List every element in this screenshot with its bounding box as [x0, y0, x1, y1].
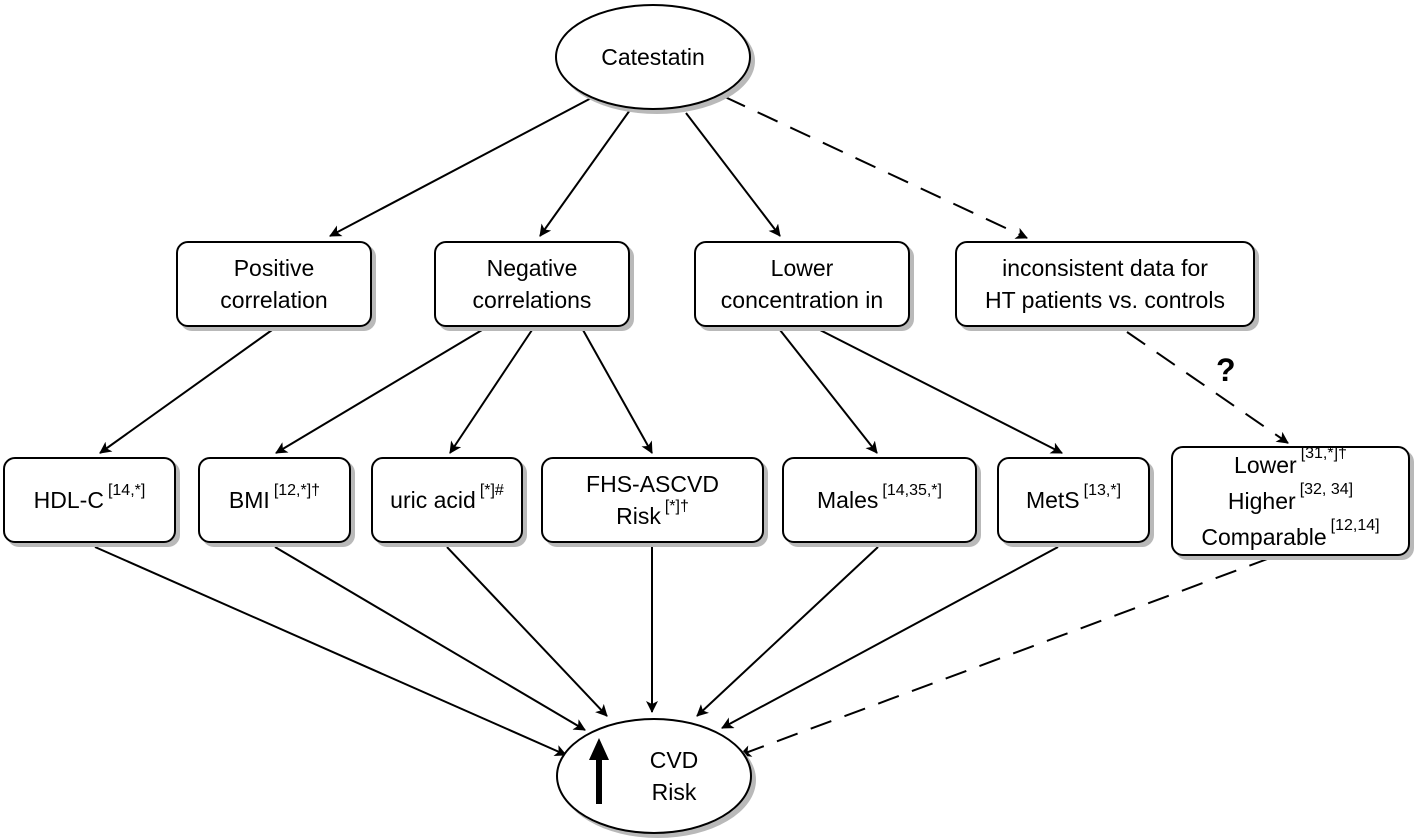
bmi-node: BMI[12,*]† — [198, 457, 351, 543]
ht-result-comparable: Comparable[12,14] — [1201, 517, 1380, 550]
up-arrow-icon — [589, 738, 609, 804]
inconsistent-label-line-1: inconsistent data for — [1002, 255, 1208, 281]
fhs-ascvd-label-line-2: Risk[*]† — [616, 498, 689, 529]
catestatin-label: Catestatin — [601, 44, 705, 70]
positive-label-line-1: Positive — [233, 255, 315, 281]
catestatin-node: Catestatin — [555, 4, 751, 110]
arrow-negative-uric — [449, 329, 533, 454]
males-node: Males[14,35,*] — [782, 457, 977, 543]
arrow-inconsistent-results — [1126, 331, 1289, 444]
lower-concentration-node: Lower concentration in — [694, 241, 910, 327]
ht-result-higher-refs: [32, 34] — [1299, 481, 1354, 498]
males-label: Males[14,35,*] — [817, 482, 942, 513]
hdl-c-node: HDL-C[14,*] — [3, 457, 176, 543]
fhs-ascvd-node: FHS-ASCVD Risk[*]† — [541, 457, 764, 543]
ht-result-lower: Lower[31,*]† — [1234, 445, 1347, 478]
negative-correlations-node: Negative correlations — [434, 241, 630, 327]
arrow-lower-males — [779, 329, 878, 454]
positive-label-line-2: correlation — [220, 287, 328, 313]
positive-correlation-node: Positive correlation — [176, 241, 372, 327]
arrow-catestatin-inconsistent — [724, 96, 1028, 239]
arrow-catestatin-lower — [685, 112, 781, 237]
cvd-risk-node: CVD Risk — [556, 718, 752, 834]
arrow-mets-cvd — [721, 546, 1059, 729]
mets-node: MetS[13,*] — [997, 457, 1150, 543]
hdl-c-label: HDL-C[14,*] — [33, 482, 146, 513]
inconsistent-label-line-2: HT patients vs. controls — [985, 287, 1225, 313]
uric-acid-node: uric acid[*]# — [371, 457, 523, 543]
mets-refs: [13,*] — [1083, 482, 1122, 499]
negative-label-line-1: Negative — [486, 255, 578, 281]
arrow-catestatin-positive — [329, 94, 598, 237]
ht-result-lower-refs: [31,*]† — [1300, 445, 1347, 462]
fhs-ascvd-refs: [*]† — [664, 498, 689, 515]
males-refs: [14,35,*] — [882, 482, 942, 499]
uric-acid-refs: [*]# — [479, 482, 504, 499]
ht-results-node: Lower[31,*]† Higher[32, 34] Comparable[1… — [1171, 445, 1410, 556]
fhs-ascvd-label-line-1: FHS-ASCVD — [586, 471, 719, 497]
arrow-males-cvd — [696, 546, 879, 717]
arrow-negative-bmi — [275, 329, 483, 454]
hdl-c-refs: [14,*] — [107, 482, 146, 499]
uric-acid-label: uric acid[*]# — [390, 482, 504, 513]
inconsistent-data-node: inconsistent data for HT patients vs. co… — [955, 241, 1255, 327]
cvd-risk-label-line-2: Risk — [651, 779, 697, 805]
arrow-catestatin-negative — [539, 109, 631, 237]
question-mark: ? — [1216, 352, 1236, 388]
arrow-hdl-cvd — [94, 546, 567, 757]
arrow-negative-fhs — [582, 329, 653, 454]
ht-result-comparable-refs: [12,14] — [1330, 517, 1380, 534]
arrow-positive-hdl — [99, 329, 273, 454]
arrow-results-cvd — [739, 557, 1271, 757]
negative-label-line-2: correlations — [472, 287, 592, 313]
bmi-refs: [12,*]† — [273, 482, 321, 499]
lower-label-line-1: Lower — [770, 255, 834, 281]
ht-result-higher: Higher[32, 34] — [1227, 481, 1354, 514]
arrow-uric-cvd — [446, 546, 608, 717]
mets-label: MetS[13,*] — [1025, 482, 1122, 513]
arrow-bmi-cvd — [274, 546, 586, 731]
lower-label-line-2: concentration in — [720, 287, 884, 313]
cvd-risk-label-line-1: CVD — [649, 747, 699, 773]
bmi-label: BMI[12,*]† — [228, 482, 321, 513]
arrow-lower-mets — [819, 329, 1063, 454]
